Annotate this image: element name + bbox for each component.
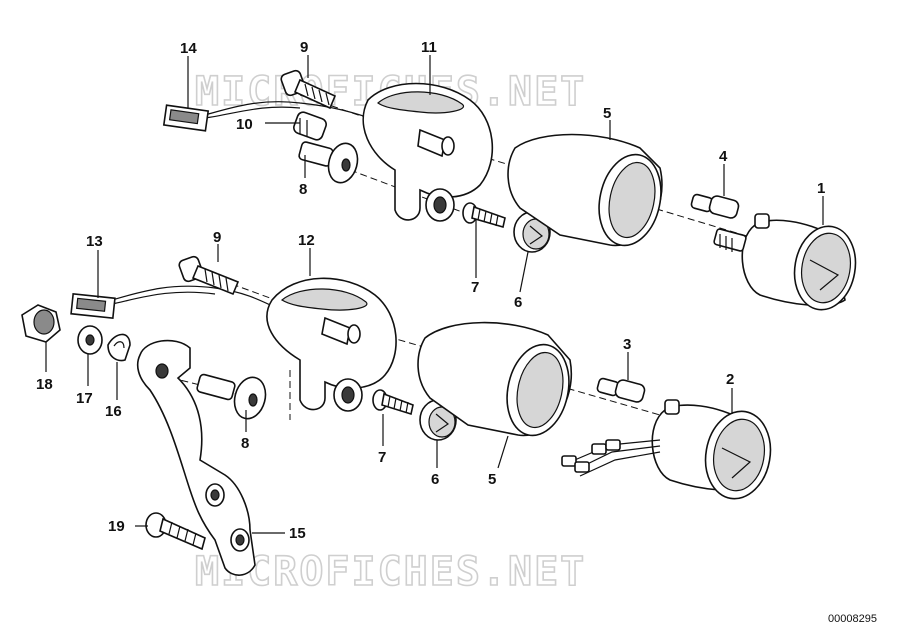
callout-13: 13: [86, 233, 103, 250]
callout-8-upper: 8: [299, 181, 307, 198]
part-17-washer: [77, 325, 103, 355]
part-7-screw-upper: [462, 202, 506, 229]
lower-instrument-assembly: [21, 255, 772, 576]
part-8-spacer-upper: [298, 141, 359, 184]
upper-instrument-assembly: [162, 69, 857, 311]
part-11-housing-upper: [362, 82, 494, 222]
callout-18: 18: [36, 376, 53, 393]
part-7-screw-lower: [372, 389, 414, 416]
callout-14: 14: [180, 40, 197, 57]
leader-lines: [45, 55, 824, 534]
callout-10: 10: [236, 116, 253, 133]
callout-6-upper: 6: [514, 294, 522, 311]
part-3-bulb-lower: [596, 377, 646, 403]
callout-6-lower: 6: [431, 471, 439, 488]
callout-9-lower: 9: [213, 229, 221, 246]
part-14-connector: [162, 101, 381, 132]
callout-19: 19: [108, 518, 125, 535]
part-5-cover-lower: [417, 321, 573, 437]
callout-15: 15: [289, 525, 306, 542]
part-12-housing-lower: [266, 277, 397, 412]
callout-12: 12: [298, 232, 315, 249]
part-1-gauge-upper: [713, 213, 857, 311]
callout-11: 11: [421, 39, 437, 56]
part-10-bulb-holder: [293, 111, 327, 141]
callout-5-upper: 5: [603, 105, 611, 122]
part-9-bolt-upper: [280, 69, 337, 110]
part-8-spacer-lower: [196, 373, 267, 420]
watermark-bottom: MICROFICHES.NET: [195, 549, 586, 595]
callout-4: 4: [719, 148, 728, 165]
part-2-gauge-lower: [561, 399, 772, 500]
callout-8-lower: 8: [241, 435, 249, 452]
callout-3: 3: [623, 336, 631, 353]
part-19-bolt: [145, 512, 206, 551]
part-16-clip: [107, 333, 131, 362]
callout-17: 17: [76, 390, 93, 407]
callout-1: 1: [817, 180, 825, 197]
part-13-connector: [70, 285, 286, 320]
callout-9-upper: 9: [300, 39, 308, 56]
callout-5-lower: 5: [488, 471, 496, 488]
part-15-bracket-arm: [136, 339, 256, 576]
document-id: 00008295: [828, 613, 877, 625]
part-9-bolt-lower: [178, 255, 240, 296]
part-18-nut: [21, 304, 61, 343]
part-5-cover-upper: [507, 133, 663, 247]
callout-7-lower: 7: [378, 449, 386, 466]
part-4-bulb-upper: [690, 193, 740, 219]
callout-16: 16: [105, 403, 122, 420]
callouts: 14 9 10 11 5 4 1 8 7 6 13 9 12 3 2 18 17…: [36, 39, 825, 542]
callout-2: 2: [726, 371, 734, 388]
callout-7-upper: 7: [471, 279, 479, 296]
